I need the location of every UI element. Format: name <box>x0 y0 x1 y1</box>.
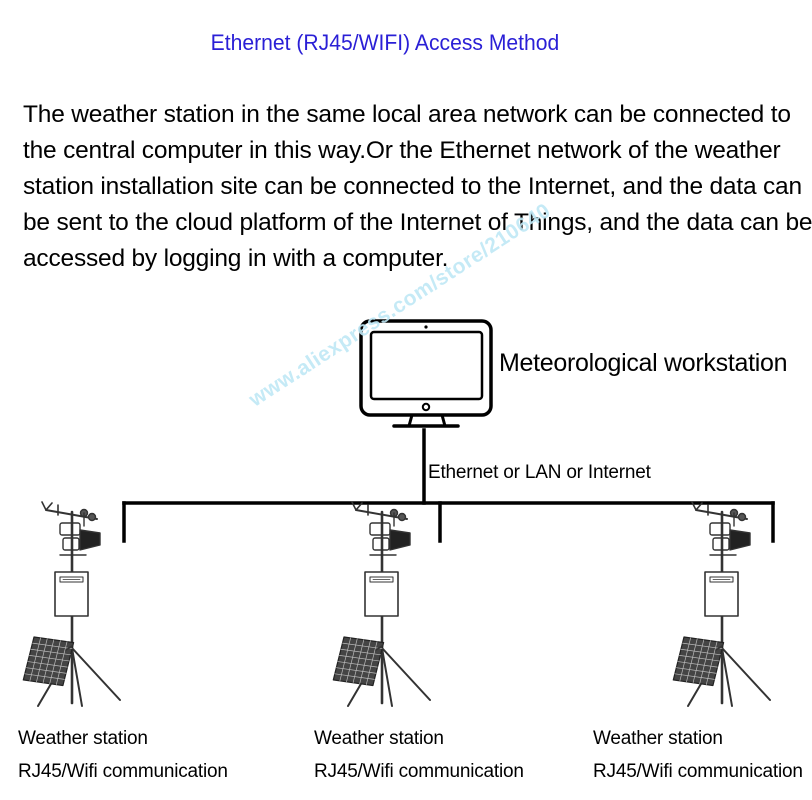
intro-line: be sent to the cloud platform of the Int… <box>23 209 812 236</box>
station-name-label: Weather station <box>593 728 723 749</box>
weather-station-icon <box>332 501 431 707</box>
station-comm-label: RJ45/Wifi communication <box>18 761 228 782</box>
intro-paragraph: The weather station in the same local ar… <box>23 97 812 277</box>
weather-station-icon <box>672 501 771 707</box>
intro-line: accessed by logging in with a computer. <box>23 245 449 272</box>
network-lines <box>122 428 775 543</box>
weather-station-icon <box>22 501 121 707</box>
diagram-title: Ethernet (RJ45/WIFI) Access Method <box>210 30 560 55</box>
workstation-label: Meteorological workstation <box>499 349 788 377</box>
station-name-label: Weather station <box>18 728 148 749</box>
station-comm-label: RJ45/Wifi communication <box>314 761 524 782</box>
computer-monitor-icon <box>359 319 493 428</box>
intro-line: station installation site can be connect… <box>23 173 802 200</box>
station-name-label: Weather station <box>314 728 444 749</box>
station-comm-label: RJ45/Wifi communication <box>593 761 803 782</box>
connection-label: Ethernet or LAN or Internet <box>428 462 651 483</box>
intro-line: The weather station in the same local ar… <box>23 101 791 128</box>
intro-line: the central computer in this way.Or the … <box>23 137 781 164</box>
stations-layer <box>22 501 771 707</box>
